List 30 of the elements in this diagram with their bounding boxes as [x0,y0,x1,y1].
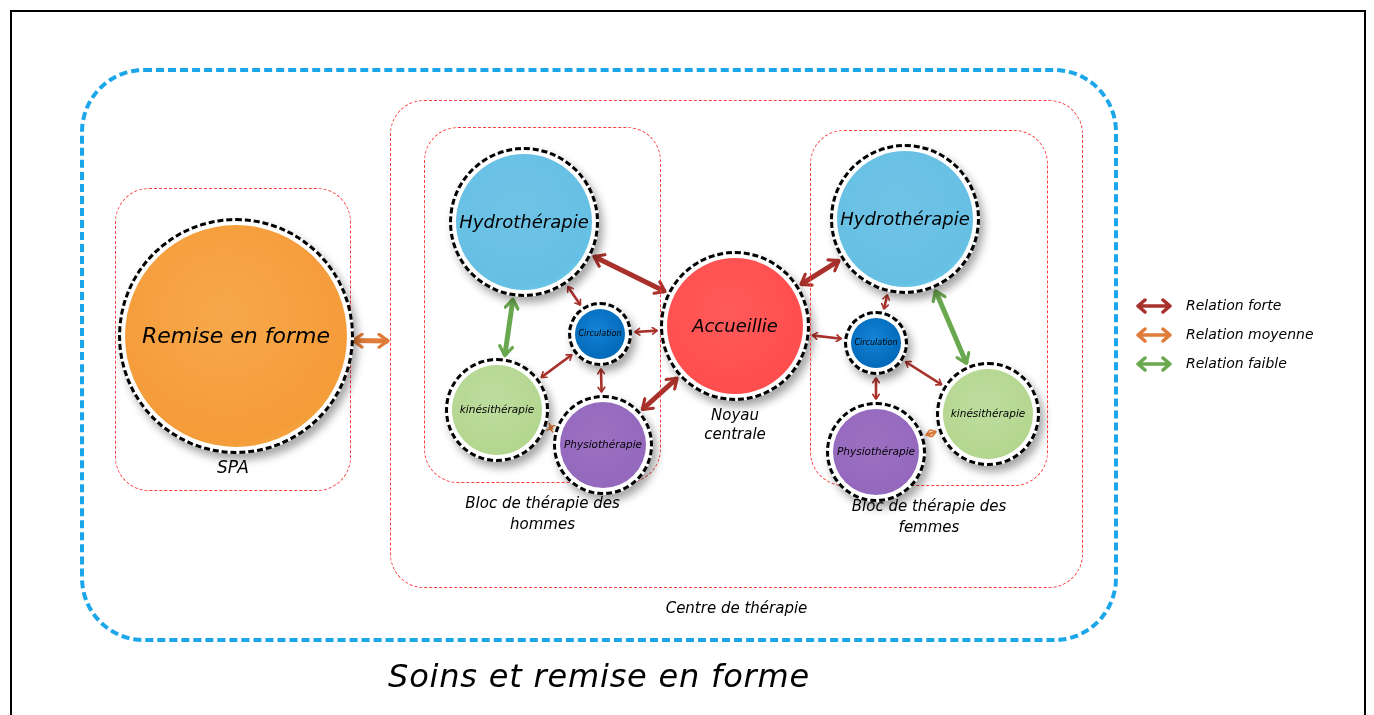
circle-label: Accueillie [690,314,779,338]
circle-label: Hydrothérapie [458,210,590,234]
region-label: Bloc de thérapie des femmes [850,496,1008,538]
double-arrow [871,377,881,400]
legend-label: Relation faible [1186,354,1287,373]
node-label: Noyau centrale [703,406,767,444]
circle-label: Physiothérapie [835,445,916,459]
double-arrow [640,376,679,412]
circle-label: Hydrothérapie [839,207,971,231]
region-label: Centre de thérapie [664,598,809,619]
circle-label: kinésithérapie [458,403,536,417]
double-arrow [811,331,843,343]
circle-label: Circulation [577,329,623,339]
circle-label: kinésithérapie [949,407,1027,421]
double-arrow [880,294,891,310]
double-arrow [925,429,937,438]
circle-label: Remise en forme [140,322,331,350]
legend-label: Relation forte [1186,296,1282,315]
double-arrow [592,253,667,295]
region-label: SPA [216,456,250,479]
double-arrow [596,368,606,393]
circle-label: Physiothérapie [562,438,643,452]
double-arrow [799,258,841,287]
double-arrow [498,297,520,358]
legend-label: Relation moyenne [1186,325,1314,344]
double-arrow [634,326,658,336]
circle-label: Circulation [853,338,899,348]
region-label: Bloc de thérapie des hommes [464,493,621,535]
region-label: Soins et remise en forme [387,660,811,692]
double-arrow [540,353,573,379]
